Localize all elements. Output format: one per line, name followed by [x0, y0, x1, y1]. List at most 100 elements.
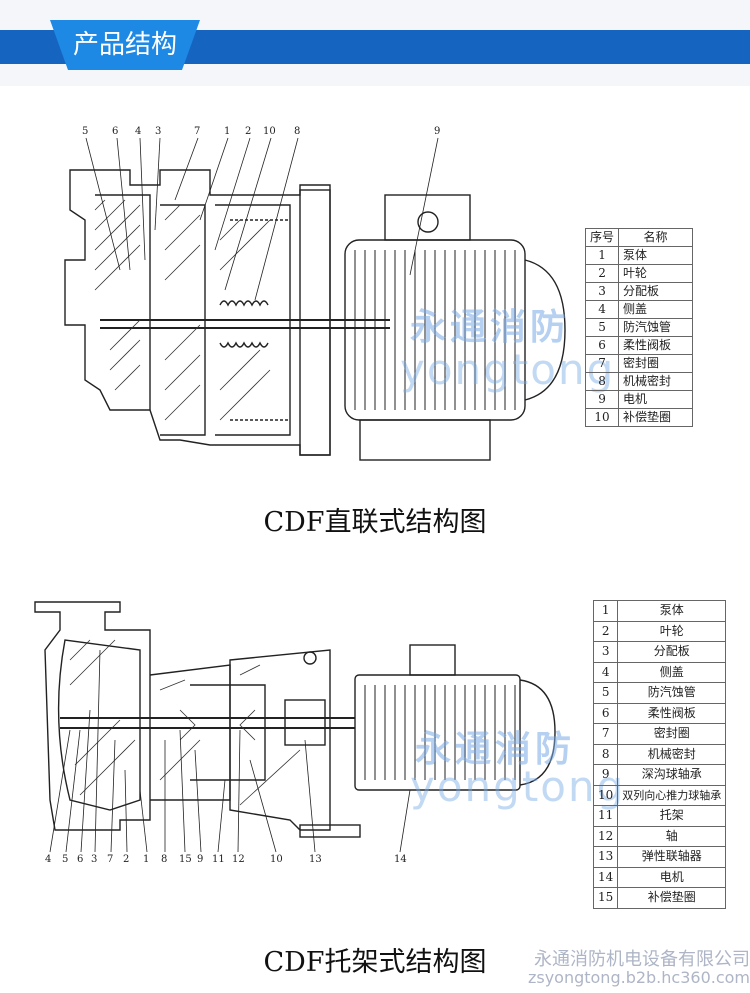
part-no: 2: [592, 620, 619, 642]
watermark-en: yongtong: [400, 345, 616, 394]
part-name: 机械密封: [617, 743, 727, 765]
part-name: 柔性阀板: [618, 336, 694, 355]
part-no: 7: [592, 723, 619, 745]
callout-4: 4: [45, 854, 51, 865]
callout-5: 5: [82, 126, 88, 137]
part-name: 电机: [618, 390, 694, 409]
part-no: 12: [592, 825, 619, 847]
part-no: 5: [584, 318, 620, 337]
part-no: 3: [584, 282, 620, 301]
part-name: 双列向心推力球轴承: [617, 784, 727, 806]
part-no: 15: [592, 887, 619, 909]
callout-9: 9: [197, 854, 203, 865]
part-no: 5: [592, 682, 619, 704]
part-no: 1: [584, 246, 620, 265]
part-name: 分配板: [618, 282, 694, 301]
callout-7: 7: [107, 854, 113, 865]
part-no: 9: [592, 764, 619, 786]
part-name: 分配板: [617, 641, 727, 663]
part-no: 1: [592, 600, 619, 622]
callout-4: 4: [135, 126, 141, 137]
callout-10: 10: [263, 126, 276, 137]
callout-6: 6: [112, 126, 118, 137]
part-no: 8: [592, 743, 619, 765]
callout-14: 14: [394, 854, 407, 865]
header-no: 序号: [584, 228, 620, 247]
header-tab: [50, 20, 200, 70]
part-no: 3: [592, 641, 619, 663]
part-name: 弹性联轴器: [617, 846, 727, 868]
part-no: 6: [592, 702, 619, 724]
section-title: 产品结构: [72, 30, 177, 60]
callout-11: 11: [212, 854, 225, 865]
part-name: 柔性阀板: [617, 702, 727, 724]
part-name: 泵体: [618, 246, 694, 265]
callout-1: 1: [224, 126, 230, 137]
direct-coupled-pump-drawing: 5 6 4 3 7 1 2 10 8 9: [64, 126, 566, 461]
header-name: 名称: [618, 228, 694, 247]
watermark-en-2: yongtong: [410, 762, 626, 811]
watermark-cn-2: 永通消防: [415, 729, 576, 770]
callout-5: 5: [62, 854, 68, 865]
part-name: 密封圈: [617, 723, 727, 745]
part-name: 补偿垫圈: [617, 887, 727, 909]
callout-8: 8: [294, 126, 300, 137]
part-name: 防汽蚀管: [617, 682, 727, 704]
part-name: 轴: [617, 825, 727, 847]
part-name: 托架: [617, 805, 727, 827]
watermark-cn: 永通消防: [410, 307, 571, 348]
callout-8: 8: [161, 854, 167, 865]
part-no: 13: [592, 846, 619, 868]
callout-3: 3: [155, 126, 161, 137]
callout-9: 9: [434, 126, 440, 137]
part-no: 10: [592, 784, 619, 806]
bracket-pump-drawing: 4 5 6 3 7 2 1 8 15 9 11 12 10 13 14: [34, 601, 556, 865]
part-no: 9: [584, 390, 620, 409]
part-no: 6: [584, 336, 620, 355]
callout-7: 7: [194, 126, 200, 137]
callout-13: 13: [309, 854, 322, 865]
part-name: 泵体: [617, 600, 727, 622]
part-no: 4: [584, 300, 620, 319]
part-name: 电机: [617, 866, 727, 888]
callout-12: 12: [232, 854, 245, 865]
callout-2: 2: [245, 126, 251, 137]
footer-company: 永通消防机电设备有限公司: [534, 949, 750, 970]
part-name: 密封圈: [618, 354, 694, 373]
diagram1-caption: CDF直联式结构图: [263, 507, 487, 538]
part-name: 补偿垫圈: [618, 408, 694, 427]
callout-6: 6: [77, 854, 83, 865]
footer-url: zsyongtong.b2b.hc360.com: [527, 968, 750, 987]
part-name: 叶轮: [618, 264, 694, 283]
part-no: 10: [584, 408, 620, 427]
callout-3: 3: [91, 854, 97, 865]
callout-2: 2: [123, 854, 129, 865]
callout-15: 15: [179, 854, 192, 865]
callout-10: 10: [270, 854, 283, 865]
part-name: 防汽蚀管: [618, 318, 694, 337]
part-name: 深沟球轴承: [617, 764, 727, 786]
part-name: 叶轮: [617, 620, 727, 642]
